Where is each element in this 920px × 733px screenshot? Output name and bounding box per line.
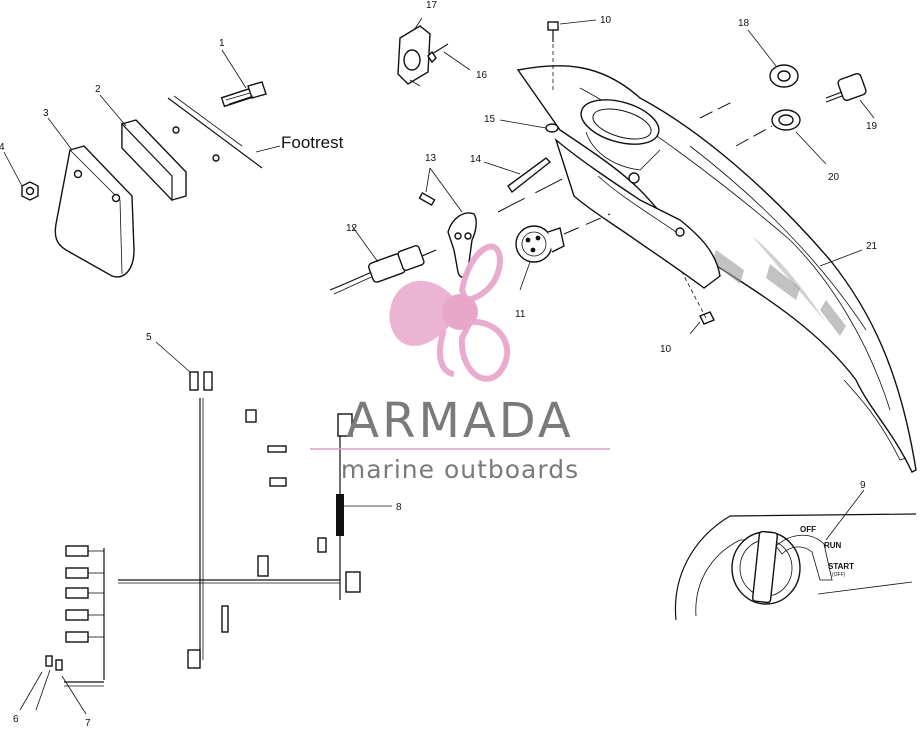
callout-12: 12	[346, 223, 358, 234]
footrest-label: Footrest	[281, 133, 344, 152]
lever-part-13	[418, 167, 477, 278]
callout-4: 4	[0, 142, 5, 153]
spacer-block-part-2	[121, 119, 220, 202]
callout-13: 13	[425, 153, 437, 164]
callout-21: 21	[866, 241, 878, 252]
nut-part-18	[747, 29, 799, 88]
callout-20: 20	[828, 172, 840, 183]
bracket-part-17	[397, 17, 431, 87]
key-part-19	[825, 72, 875, 119]
screw-part-16	[427, 43, 471, 71]
callout-8: 8	[396, 502, 402, 513]
switch-body-part-11	[515, 225, 565, 291]
callout-7: 7	[85, 718, 91, 728]
footrest-assembly	[3, 49, 281, 278]
callout-17: 17	[426, 0, 438, 11]
watermark-title: ARMADA	[346, 393, 573, 449]
callout-18: 18	[738, 18, 750, 29]
switch-label-off: OFF	[800, 525, 816, 534]
washer-part-20	[771, 109, 827, 165]
switch-label-run: RUN	[824, 541, 842, 550]
nut-part-4	[21, 181, 39, 201]
propeller-icon	[389, 243, 511, 382]
callout-9: 9	[860, 480, 866, 491]
shim-line	[167, 95, 263, 169]
callout-6: 6	[13, 714, 19, 725]
callout-5: 5	[146, 332, 152, 343]
callout-3: 3	[43, 108, 49, 119]
sensor-part-12	[329, 225, 437, 295]
screw-part-10-bottom	[681, 271, 715, 335]
callout-15: 15	[484, 114, 496, 125]
watermark-logo	[389, 243, 511, 382]
callout-1: 1	[219, 38, 225, 49]
callout-2: 2	[95, 84, 101, 95]
callout-19: 19	[866, 121, 878, 132]
callout-16: 16	[476, 70, 488, 81]
switch-label-start: START	[828, 562, 854, 571]
callout-11: 11	[515, 309, 526, 320]
switch-label-start-sub: (OFF)	[832, 572, 846, 578]
screw-part-10-top	[547, 19, 597, 90]
ignition-switch-panel	[674, 489, 917, 621]
intake-funnel	[580, 99, 661, 171]
watermark-subtitle: marine outboards	[341, 455, 579, 484]
callout-10-top: 10	[600, 15, 612, 26]
footrest-plate-part-3	[54, 145, 135, 278]
wiring-harness	[19, 341, 392, 715]
strip-part-14	[483, 157, 552, 194]
callout-10-bottom: 10	[660, 344, 672, 355]
bolt-part-1	[220, 81, 267, 108]
callout-14: 14	[470, 154, 482, 165]
grommet-part-15	[499, 119, 559, 133]
console-hood-part-21	[497, 65, 917, 473]
